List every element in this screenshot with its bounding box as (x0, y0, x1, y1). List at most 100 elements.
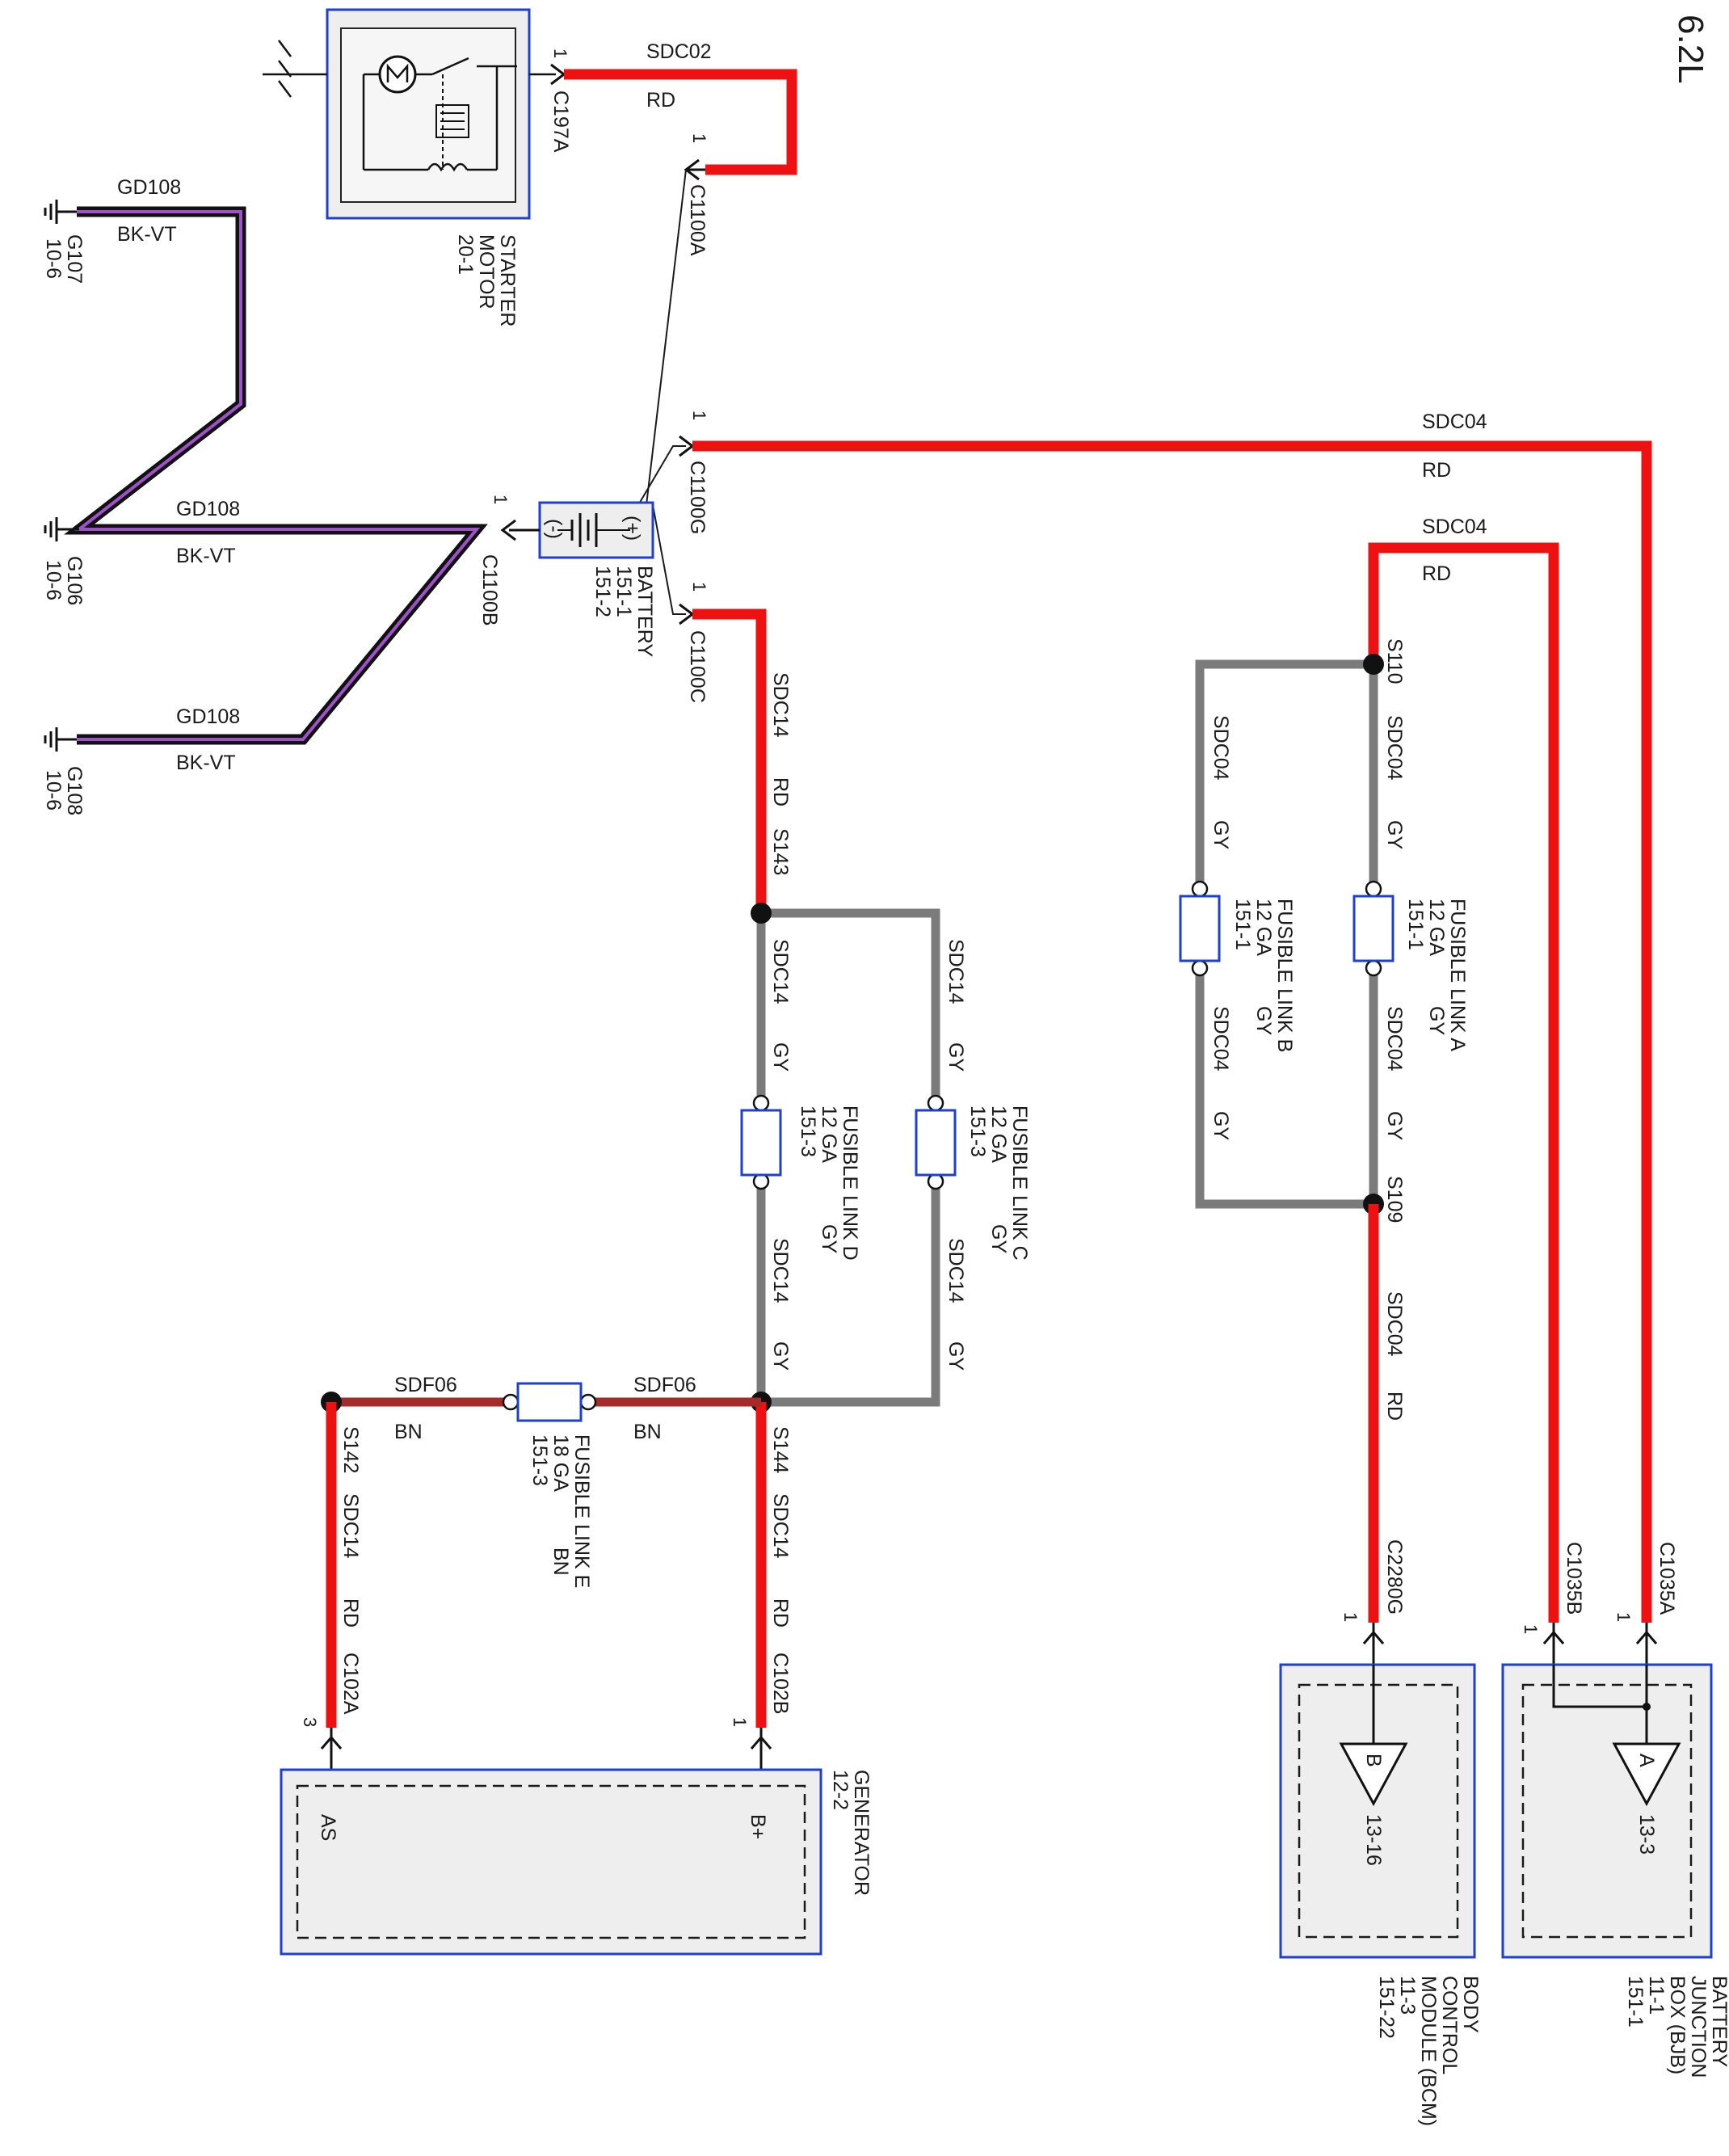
fusible-link-a: FUSIBLE LINK A 12 GA GY 151-1 (1352, 880, 1469, 1051)
fuse-d-ga: 12 GA (818, 1105, 840, 1163)
body-control-module: B 13-16 BODY CONTROL MODULE (BCM) 11-3 1… (1279, 1663, 1482, 2126)
battery-junction-box: A 13-3 BATTERY JUNCTION BOX (BJB) 11-1 1… (1501, 1663, 1729, 2078)
bjb-ref-1: 11-1 (1645, 1976, 1668, 2015)
c102a-pin: 3 (300, 1717, 320, 1727)
bcm-internal-b-icon (1339, 1742, 1408, 1807)
c1100c-pin: 1 (689, 582, 709, 592)
ground-g108: G108 10-6 (42, 727, 86, 815)
c102a-label: C102A (339, 1653, 362, 1715)
fuse-d-ref: 151-3 (797, 1105, 819, 1157)
fuse-a-color: GY (1425, 1006, 1448, 1035)
wire-sdc04-to-bjb-b (1368, 542, 1559, 1623)
solenoid-switch-icon (431, 57, 469, 76)
engine-label: 6.2L (1671, 15, 1710, 84)
s144-label: S144 (769, 1426, 792, 1473)
bcm-name-1: BODY (1459, 1976, 1482, 2033)
sdc04-label-b-top: SDC04 (1209, 715, 1232, 781)
battery-to-c1100c (652, 504, 686, 615)
bcm-sub-b: B (1362, 1754, 1385, 1767)
bkvt-label-1: BK-VT (117, 223, 177, 246)
fuse-a-ga: 12 GA (1425, 899, 1448, 956)
splice-s143 (751, 903, 772, 924)
c1100b-label: C1100B (478, 554, 501, 626)
g107-label: G107 (63, 234, 86, 284)
g108-ref: 10-6 (42, 770, 65, 811)
c1035a-label: C1035A (1655, 1542, 1678, 1615)
c1100b-connector-icon (500, 519, 516, 541)
fusible-link-c: FUSIBLE LINK C 12 GA GY 151-3 (915, 1094, 1031, 1261)
c102b-pin: 1 (730, 1717, 750, 1727)
sdc14-label-c-top: SDC14 (944, 939, 967, 1004)
c1035a-pin: 1 (1613, 1612, 1634, 1622)
g106-label: G106 (63, 556, 86, 605)
fuse-e-ga: 18 GA (549, 1434, 572, 1492)
fuse-a-name: FUSIBLE LINK A (1446, 899, 1469, 1051)
battery-to-c1100a (646, 169, 687, 506)
fusible-link-a-icon (1352, 895, 1395, 962)
sdc14-label-as: SDC14 (339, 1493, 362, 1559)
c1035b-label: C1035B (1563, 1542, 1585, 1615)
ground-g106: G106 10-6 (42, 517, 86, 605)
sdc04-color-b-top: GY (1209, 820, 1232, 849)
sdc14-label-upper: SDC14 (769, 672, 792, 738)
gd108-label-2: GD108 (176, 498, 240, 520)
ground-wires (64, 206, 488, 745)
battery-plus: (+) (621, 516, 644, 541)
motor-icon (378, 55, 417, 94)
fuse-d-color: GY (818, 1224, 840, 1253)
sdf06-color-left: BN (394, 1421, 423, 1443)
fusible-link-e: FUSIBLE LINK E 18 GA BN 151-3 (502, 1382, 597, 1588)
c1100g-pin: 1 (689, 411, 709, 420)
fuse-d-name: FUSIBLE LINK D (839, 1105, 861, 1261)
fuse-b-color: GY (1252, 1006, 1275, 1035)
sdc02-label: SDC02 (646, 40, 712, 63)
sdc04-color-bcm: RD (1383, 1392, 1406, 1421)
bcm-name-3: MODULE (BCM) (1417, 1976, 1440, 2126)
battery-ref-2: 151-2 (591, 566, 614, 617)
s110-label: S110 (1383, 638, 1406, 684)
sdc14-label-d-bot: SDC14 (769, 1238, 792, 1303)
bcm-sub-b-ref: 13-16 (1362, 1814, 1385, 1866)
generator-box (280, 1768, 822, 1956)
generator: B+ AS GENERATOR 12-2 (280, 1768, 873, 1956)
starter-ref: 20-1 (454, 234, 477, 275)
starter-name-1: STARTER (496, 234, 519, 326)
bcm-box (1279, 1663, 1476, 1959)
fuse-e-color: BN (549, 1548, 572, 1576)
gd108-label-1: GD108 (117, 176, 181, 199)
fuse-c-ref: 151-3 (966, 1105, 989, 1157)
sdc14-color-b: RD (769, 1598, 792, 1628)
c2280g-label: C2280G (1383, 1539, 1406, 1615)
c102b-label: C102B (769, 1653, 792, 1714)
fuse-b-name: FUSIBLE LINK B (1273, 899, 1296, 1052)
generator-pin-b: B+ (747, 1814, 769, 1839)
bjb-name-2: JUNCTION (1687, 1976, 1710, 2078)
ground-wire-outer (64, 206, 488, 745)
fuse-c-ga: 12 GA (987, 1105, 1010, 1163)
sdc14-color-d-top: GY (769, 1042, 792, 1072)
sdc04-label-top: SDC04 (1422, 411, 1487, 433)
c2280g-pin: 1 (1340, 1612, 1361, 1622)
gd108-label-3: GD108 (176, 705, 240, 728)
starter-motor: STARTER MOTOR 20-1 (263, 8, 556, 326)
starter-name-2: MOTOR (475, 234, 498, 310)
battery: (+) (-) BATTERY 151-1 151-2 (538, 501, 656, 657)
generator-ref: 12-2 (829, 1770, 852, 1810)
g108-label: G108 (63, 766, 86, 815)
wire-sdc14-rd-upper (692, 608, 767, 913)
bkvt-label-3: BK-VT (176, 752, 236, 774)
sdc04-label-a-top: SDC04 (1383, 715, 1406, 781)
fusible-link-d-icon (740, 1109, 782, 1177)
sdc04-label-a-bot: SDC04 (1383, 1006, 1406, 1072)
sdc04-color-b-bot: GY (1209, 1111, 1232, 1140)
g106-ref: 10-6 (42, 560, 65, 600)
bjb-name-1: BATTERY (1708, 1976, 1729, 2067)
wire-sdc04-to-bjb-a (692, 440, 1652, 1623)
sdf06-color-right: BN (633, 1421, 662, 1443)
sdc14-color-d-bot: GY (769, 1341, 792, 1371)
generator-pin-as: AS (317, 1814, 339, 1841)
sdc04-label-bcm: SDC04 (1383, 1291, 1406, 1357)
bkvt-label-2: BK-VT (176, 545, 236, 567)
splice-s110 (1363, 654, 1384, 675)
bjb-ref-2: 151-1 (1624, 1976, 1647, 2028)
